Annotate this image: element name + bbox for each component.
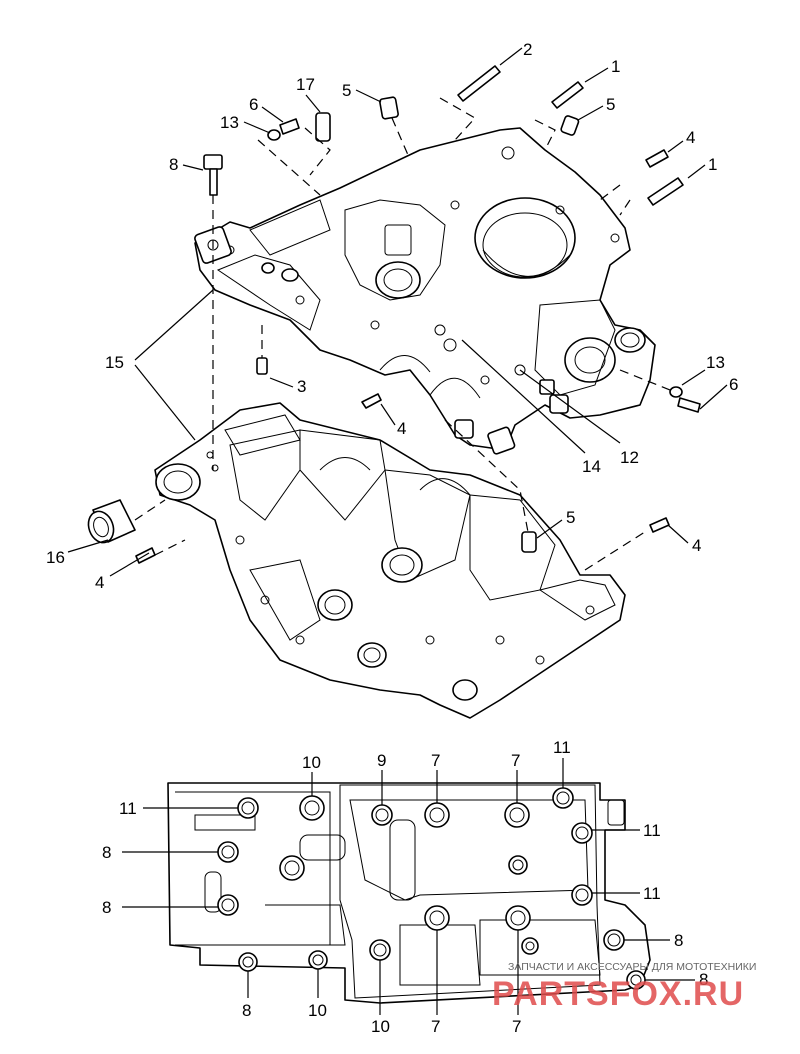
washer-13a — [267, 129, 281, 141]
callout-17: 17 — [296, 75, 315, 94]
callout-8: 8 — [674, 931, 683, 950]
upper-crankcase-half — [194, 127, 656, 455]
callout-7: 7 — [431, 751, 440, 770]
dowel-pin-1b — [647, 177, 684, 206]
callout-8: 8 — [102, 843, 111, 862]
lower-crankcase-half — [154, 402, 626, 719]
callout-8: 8 — [242, 1001, 251, 1020]
dowel-5c — [521, 531, 537, 553]
callout-8: 8 — [699, 970, 708, 989]
upper-case-bolt-holes — [225, 146, 620, 385]
callout-4: 4 — [95, 573, 104, 592]
callout-4: 4 — [686, 128, 695, 147]
callout-6: 6 — [729, 375, 738, 394]
callout-4: 4 — [692, 536, 701, 555]
bottom-view-callouts: 10 9 7 7 11 11 11 8 11 8 8 8 8 10 10 7 7 — [102, 738, 708, 1036]
callout-8: 8 — [169, 155, 178, 174]
callout-3: 3 — [297, 377, 306, 396]
dowel-4a — [645, 149, 669, 168]
callout-11: 11 — [643, 884, 661, 903]
callout-16: 16 — [46, 548, 65, 567]
dowel-5a — [379, 96, 399, 120]
upper-callouts: 2 1 5 17 5 6 13 4 1 8 15 13 6 3 4 12 14 … — [46, 40, 738, 592]
callout-7: 7 — [511, 751, 520, 770]
callout-11: 11 — [553, 738, 571, 757]
callout-13: 13 — [220, 113, 239, 132]
leader-lines — [67, 47, 728, 577]
callout-10: 10 — [302, 753, 321, 772]
callout-1: 1 — [611, 57, 620, 76]
callout-4: 4 — [397, 419, 406, 438]
dowel-pin-1a — [551, 81, 584, 109]
loose-parts — [87, 65, 701, 564]
dowel-5b — [560, 115, 580, 136]
callout-2: 2 — [523, 40, 532, 59]
callout-5: 5 — [606, 95, 615, 114]
callout-5: 5 — [342, 81, 351, 100]
screw-6a — [279, 118, 300, 135]
callout-1: 1 — [708, 155, 717, 174]
washer-13b — [669, 386, 683, 398]
callout-7: 7 — [431, 1017, 440, 1036]
dowel-4c — [649, 517, 670, 533]
callout-13: 13 — [706, 353, 725, 372]
crankcase-bottom-view: 10 9 7 7 11 11 11 8 11 8 8 8 8 10 10 7 7 — [102, 738, 708, 1036]
callout-8: 8 — [102, 898, 111, 917]
callout-15: 15 — [105, 353, 124, 372]
watermark-logo: ЗАПЧАСТИ И АКСЕССУАРЫ ДЛЯ МОТОТЕХНИКИ PA… — [492, 961, 756, 1013]
callout-12: 12 — [620, 448, 639, 467]
tube-17 — [315, 112, 331, 142]
callout-5: 5 — [566, 508, 575, 527]
dowel-4b — [361, 393, 382, 409]
dowel-pin-2 — [457, 65, 501, 102]
callout-7: 7 — [512, 1017, 521, 1036]
bolt-8 — [203, 154, 223, 170]
screw-6b — [677, 397, 701, 413]
assembly-lines — [134, 97, 676, 571]
callout-6: 6 — [249, 95, 258, 114]
callout-9: 9 — [377, 751, 386, 770]
dowel-3 — [256, 357, 268, 375]
callout-14: 14 — [582, 457, 601, 476]
bushing-16 — [87, 499, 136, 544]
watermark-brand: PARTSFOX.RU — [492, 975, 744, 1013]
watermark-tagline: ЗАПЧАСТИ И АКСЕССУАРЫ ДЛЯ МОТОТЕХНИКИ — [508, 961, 756, 973]
bottom-view-leaders — [122, 758, 695, 1015]
lower-case-bolt-holes — [206, 451, 595, 665]
callout-11: 11 — [119, 799, 137, 818]
callout-10: 10 — [371, 1017, 390, 1036]
callout-10: 10 — [308, 1001, 327, 1020]
callout-11: 11 — [643, 821, 661, 840]
